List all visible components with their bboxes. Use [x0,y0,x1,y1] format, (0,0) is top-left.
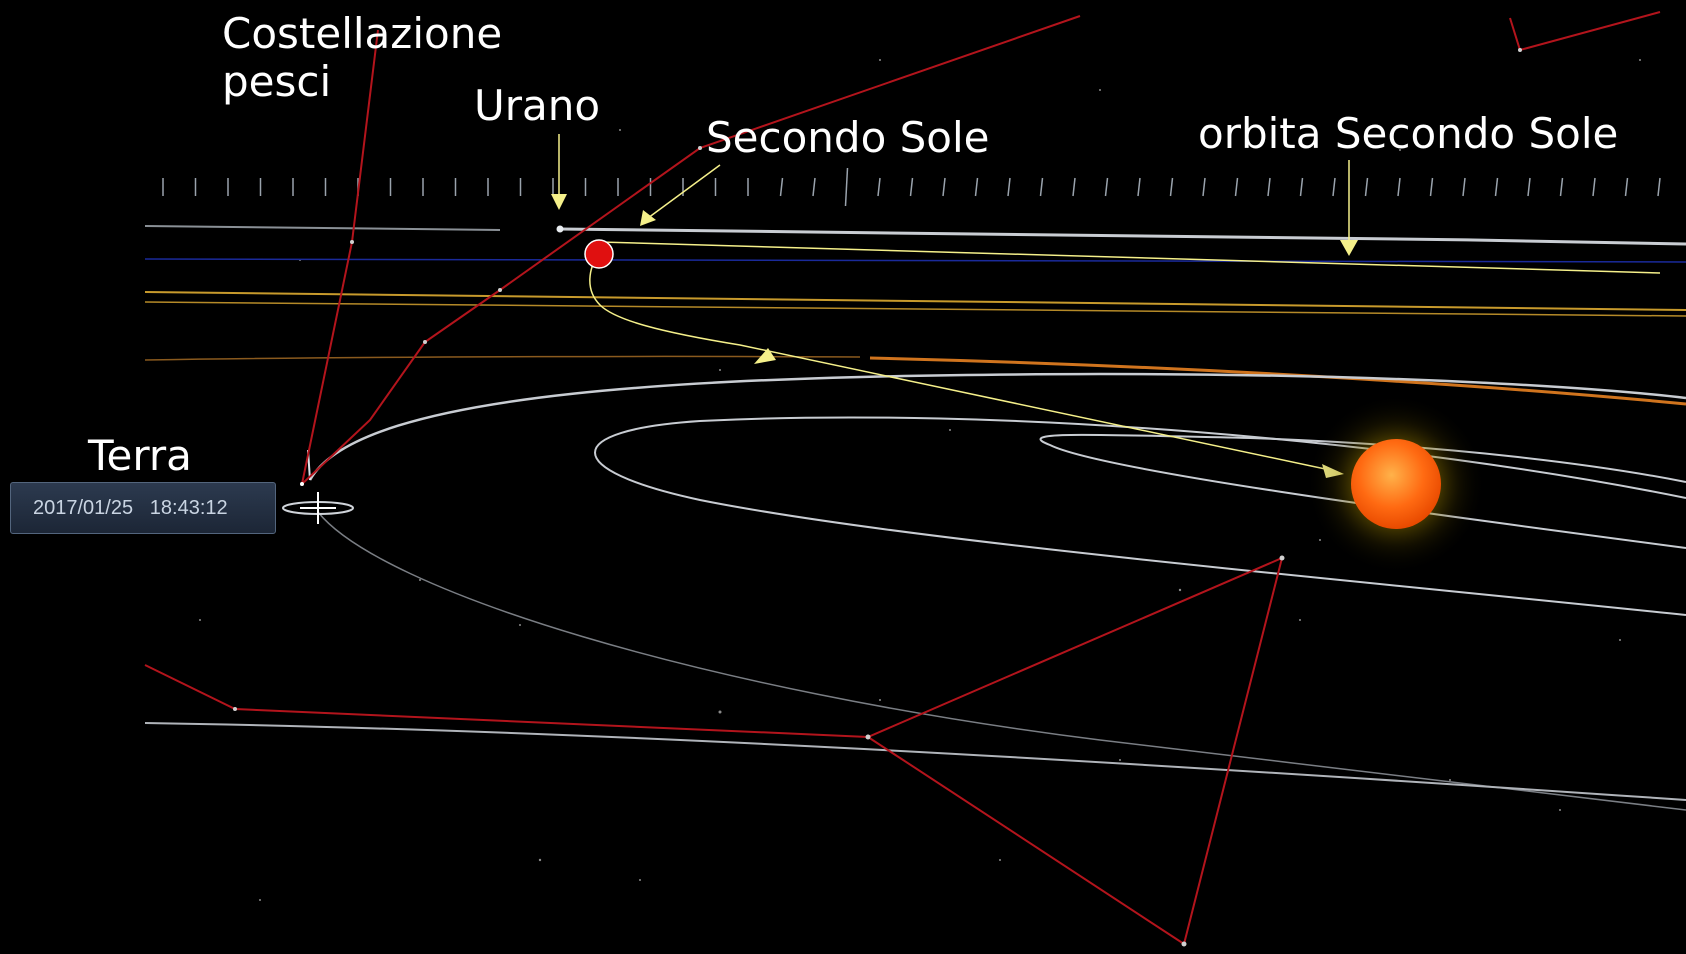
scale-tick [1462,177,1466,197]
red-dot-icon[interactable] [584,239,614,269]
scale-tick [974,177,979,197]
uranus-orbit-main [559,227,1686,246]
label-uranus: Urano [474,81,601,130]
second-sun-orbit [589,241,1661,471]
constellation-stars [233,48,1522,947]
label-earth: Terra [88,431,192,480]
scale-tick [1299,177,1304,197]
label-second-sun-orbit: orbita Secondo Sole [1198,109,1619,158]
jupiter-orbit-right [869,356,1686,406]
mercury-orbit [144,722,1686,801]
label-second-sun: Secondo Sole [706,113,990,162]
earth-orbit-upper [308,372,1686,481]
saturn-orbit-1 [144,291,1686,311]
inner-orbits [144,372,1686,811]
constellation-line [301,15,1081,485]
uranus-planet[interactable] [556,225,564,233]
scale-tick [1559,177,1564,197]
scale-tick [1267,177,1271,197]
scale-tick [1494,177,1499,197]
crosshair-icon[interactable] [282,492,354,524]
mars-orbit [594,416,1686,616]
scale-tick [1202,177,1206,197]
saturn-orbit-2 [144,301,1686,317]
scale-tick [1657,177,1661,197]
scale-tick [1104,177,1109,197]
constellation-line [1509,11,1661,52]
datetime-display[interactable]: 2017/01/25 18:43:12 [10,482,276,534]
scale-tick [1039,177,1044,197]
label-constellation-pisces: Costellazione pesci [222,9,503,106]
scale-tick [1592,177,1596,197]
sun-icon[interactable] [1306,394,1486,574]
earth-planet[interactable] [300,482,304,486]
scale-tick [779,177,784,197]
scale-tick [844,167,849,207]
annotation-arrows [551,134,1358,478]
scale-tick [909,177,914,197]
scale-tick [1137,177,1141,197]
scale-ticks [162,167,1661,207]
earth-orbit-lower [317,511,1686,811]
scale-tick [1169,177,1174,197]
scale-tick [1527,177,1531,197]
scale-tick [1072,177,1076,197]
scale-tick [1007,177,1011,197]
star-field [199,59,1641,901]
scale-tick [1397,177,1401,197]
constellation-line [144,556,1284,946]
scale-tick [942,177,946,197]
neptune-orbit [144,258,1686,263]
outer-orbits [144,225,1686,406]
scale-tick [1429,177,1434,197]
scale-tick [1364,177,1369,197]
scale-tick [1332,177,1336,197]
jupiter-orbit-left [144,355,861,361]
uranus-orbit [144,225,501,231]
scale-tick [877,177,881,197]
scale-tick [812,177,816,197]
scale-tick [1234,177,1239,197]
scale-tick [1624,177,1629,197]
